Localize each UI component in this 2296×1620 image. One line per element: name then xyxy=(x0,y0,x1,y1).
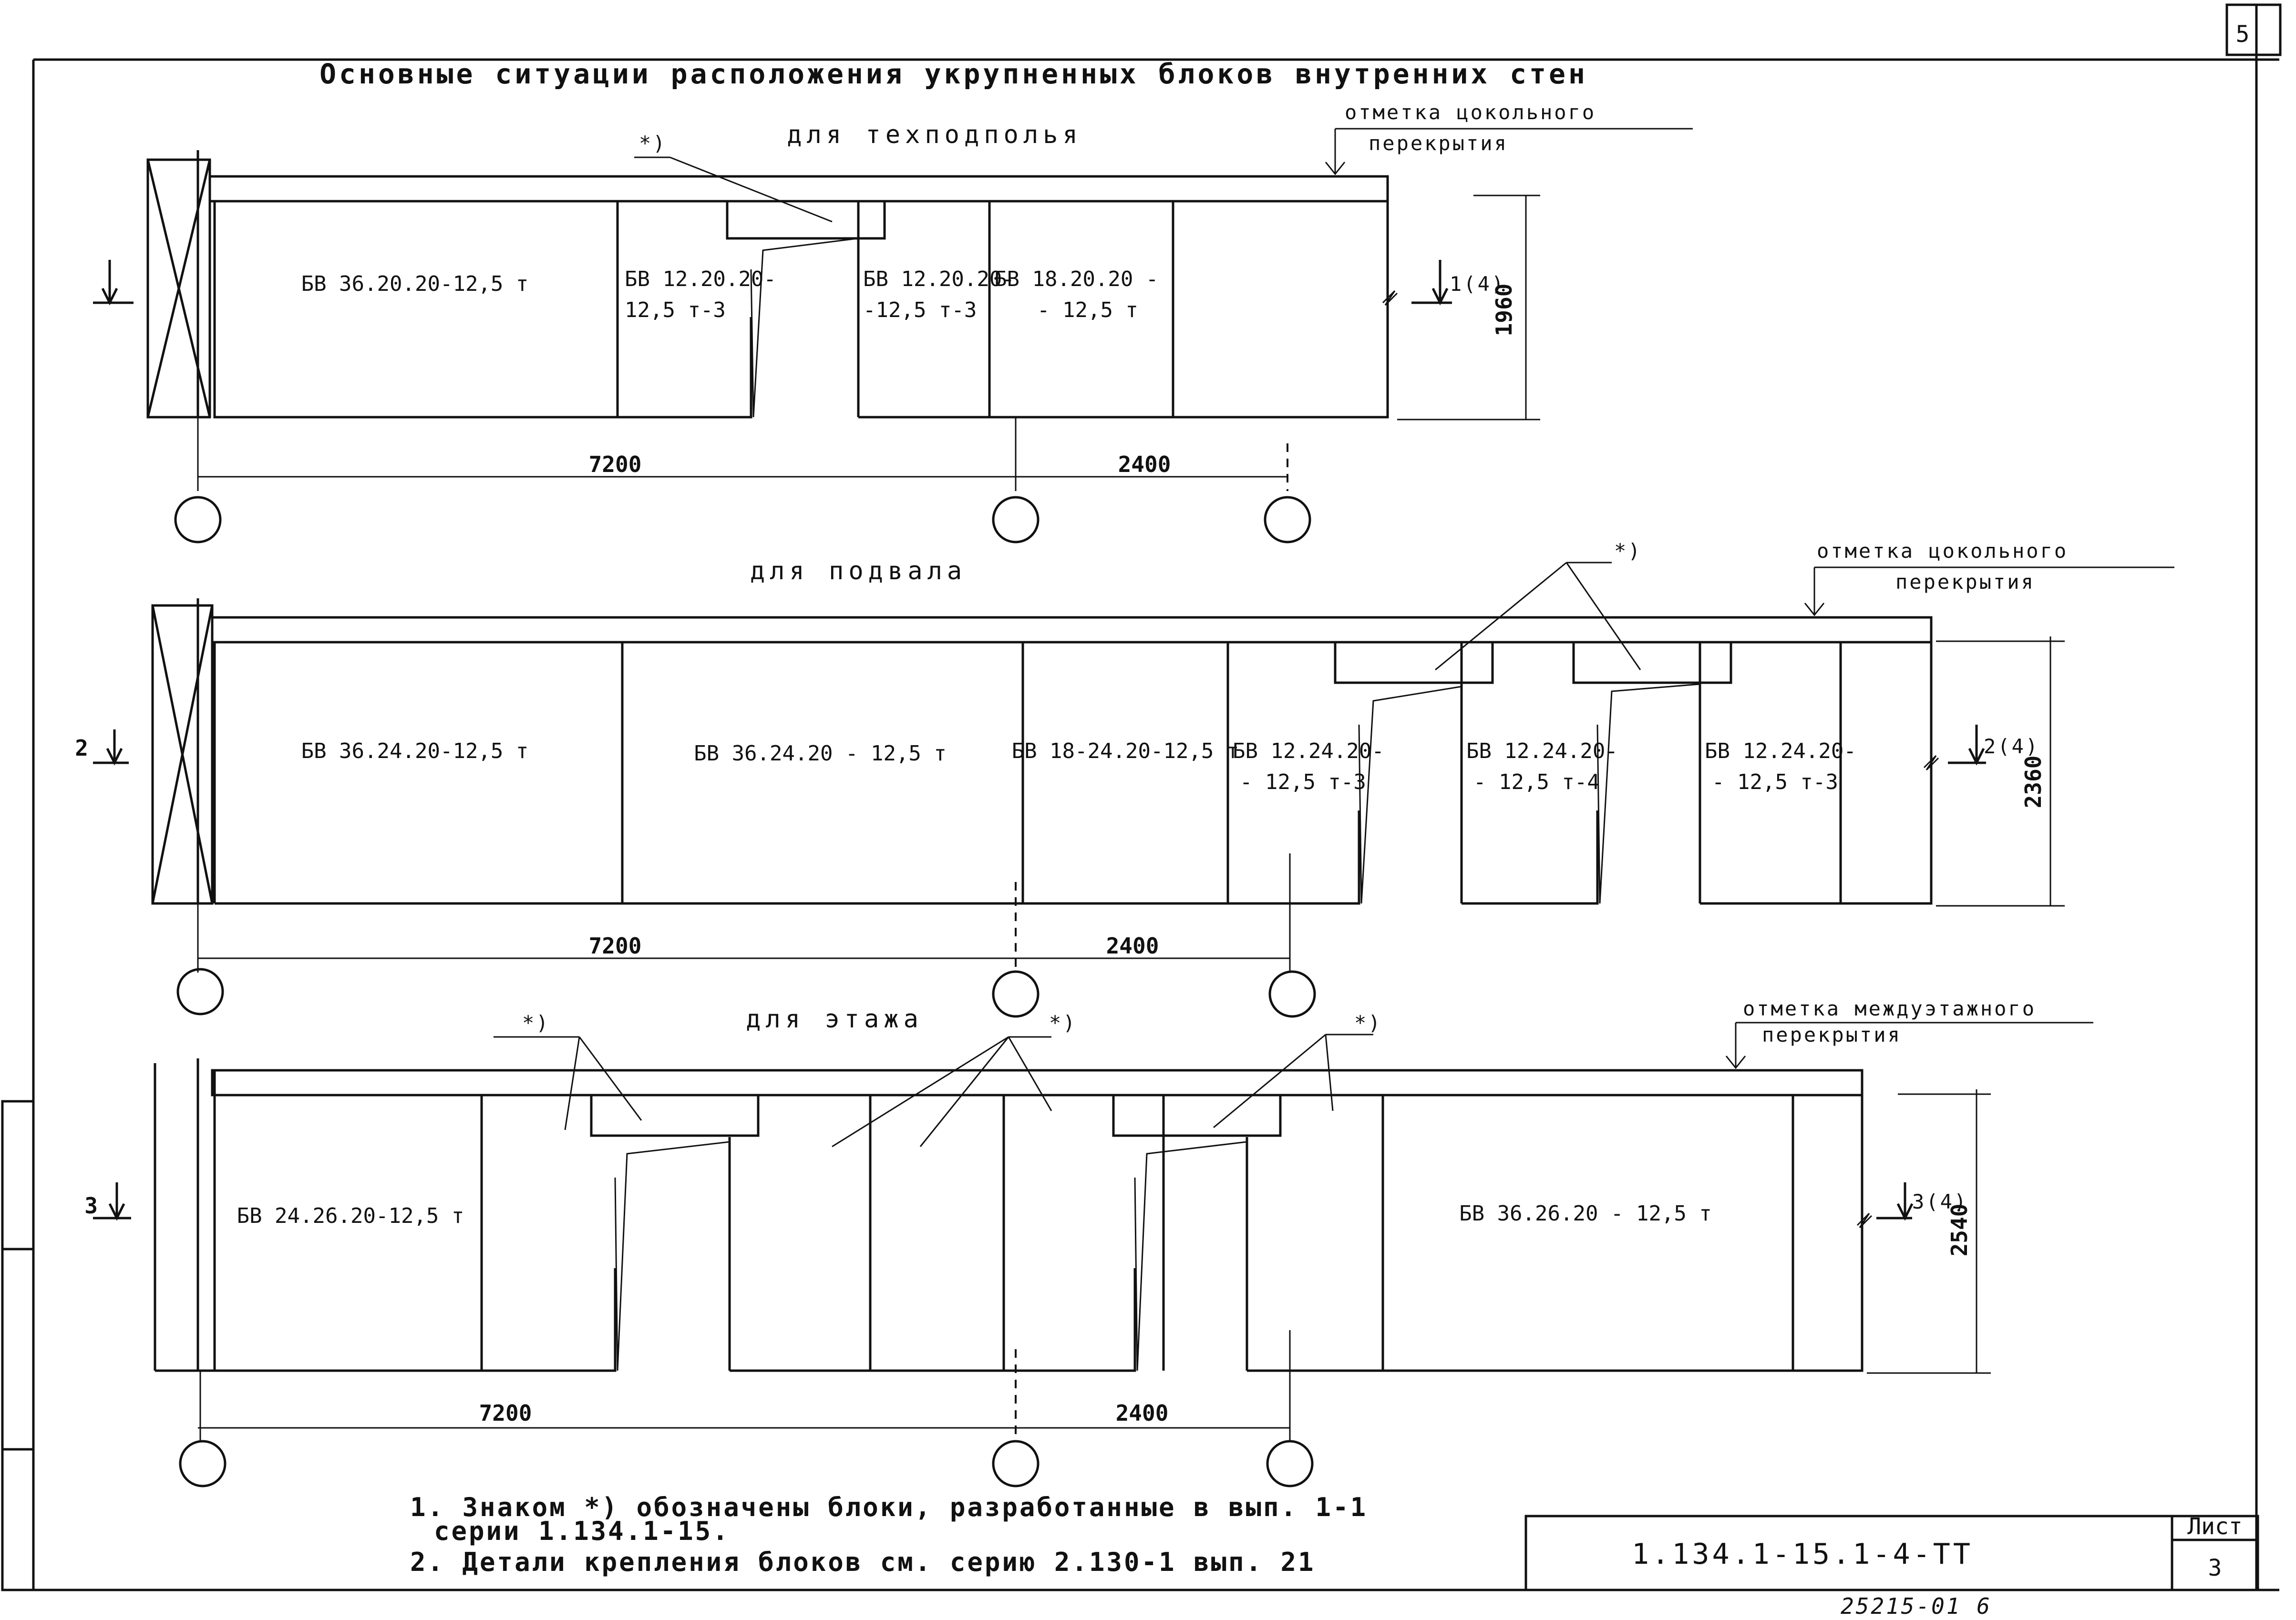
dimension-7200: 7200 xyxy=(589,933,642,959)
floor-slab xyxy=(208,175,1389,203)
section-heading: для этажа xyxy=(746,1005,923,1034)
height-dimension: 2540 xyxy=(1946,1204,1972,1257)
dimension-2400: 2400 xyxy=(1118,451,1171,477)
document-code: 1.134.1-15.1-4-ТТ xyxy=(1632,1538,1973,1571)
axis-marker xyxy=(1264,496,1311,543)
lintel-block xyxy=(1572,641,1732,684)
note-1-cont: серии 1.134.1-15. xyxy=(434,1516,730,1546)
asterisk-marker: *) xyxy=(522,1011,550,1035)
axis-marker xyxy=(992,496,1040,543)
section-mark: 3 xyxy=(84,1193,98,1219)
dimension-7200: 7200 xyxy=(589,451,642,477)
block-label: БВ 12.24.20- xyxy=(1466,739,1618,763)
block-label: - 12,5 т-3 xyxy=(1712,770,1838,794)
lintel-block xyxy=(1112,1094,1282,1137)
asterisk-marker: *) xyxy=(1049,1011,1077,1035)
archive-stamp: 25215-01 6 xyxy=(1841,1593,1992,1619)
notes: 1. Знаком *) обозначены блоки, разработа… xyxy=(410,1492,1368,1577)
section-ref: 2(4) xyxy=(1984,735,2039,758)
axis-marker xyxy=(179,1440,227,1487)
block-label: БВ 12.24.20- xyxy=(1233,739,1384,763)
block-label: - 12,5 т-3 xyxy=(1240,770,1366,794)
end-wall xyxy=(151,604,214,905)
end-wall xyxy=(146,158,211,419)
height-dimension: 1960 xyxy=(1491,284,1517,337)
dimension-7200: 7200 xyxy=(479,1400,532,1426)
section-basement: для подвала БВ 36.24.20-12,5 т БВ 36.24.… xyxy=(75,539,2174,1018)
sheet-label: Лист xyxy=(2187,1513,2243,1540)
lintel-block xyxy=(726,200,886,240)
elevation-label: перекрытия xyxy=(1895,570,2035,594)
floor-slab xyxy=(211,1069,1864,1097)
asterisk-marker: *) xyxy=(1354,1011,1382,1035)
block-label: 12,5 т-3 xyxy=(625,298,726,322)
elevation-label: отметка цокольного xyxy=(1345,101,1596,124)
note-2: 2. Детали крепления блоков см. серию 2.1… xyxy=(410,1547,1316,1577)
drawing-title: Основные ситуации расположения укрупненн… xyxy=(319,58,1588,90)
block-label: БВ 12.20.20- xyxy=(625,267,776,291)
section-heading: для техподполья xyxy=(787,121,1082,149)
block-label: - 12,5 т xyxy=(1037,298,1138,322)
asterisk-marker: *) xyxy=(639,132,667,155)
sheet-number: 3 xyxy=(2208,1555,2222,1581)
sheet-frame xyxy=(1,3,2282,1591)
asterisk-marker: *) xyxy=(1614,539,1642,563)
elevation-label: отметка междуэтажного xyxy=(1743,997,2036,1020)
note-1: 1. Знаком *) обозначены блоки, разработа… xyxy=(410,1492,1368,1522)
section-heading: для подвала xyxy=(750,557,967,585)
axis-marker xyxy=(176,968,224,1015)
axis-marker xyxy=(992,1440,1040,1487)
axis-marker xyxy=(1268,970,1316,1018)
block-label: БВ 24.26.20-12,5 т xyxy=(237,1204,464,1228)
block-label: - 12,5 т-4 xyxy=(1473,770,1600,794)
elevation-label: отметка цокольного xyxy=(1817,539,2068,563)
floor-slab xyxy=(211,616,1933,644)
section-ref: 3(4) xyxy=(1912,1190,1968,1213)
block-label: БВ 36.26.20 - 12,5 т xyxy=(1459,1201,1712,1226)
block-label: БВ 18.20.20 - xyxy=(994,267,1158,291)
section-mark: 2 xyxy=(75,735,88,761)
axis-marker xyxy=(174,496,222,543)
lintel-block xyxy=(1334,641,1494,684)
elevation-label: перекрытия xyxy=(1369,132,1508,155)
dimension-2400: 2400 xyxy=(1116,1400,1169,1426)
block-label: БВ 36.24.20 - 12,5 т xyxy=(694,741,947,766)
section-floor: для этажа БВ 24.26.20-12,5 т БВ 36.26.20… xyxy=(84,997,2093,1487)
lintel-block xyxy=(590,1094,760,1137)
title-block: 1.134.1-15.1-4-ТТ Лист 3 xyxy=(1524,1513,2259,1591)
block-label: -12,5 т-3 xyxy=(863,298,977,322)
section-ref: 1(4) xyxy=(1450,272,1505,296)
section-techunderground: для техподполья БВ 36.20.20-12,5 т БВ 12… xyxy=(93,101,1693,543)
block-label: БВ 36.24.20-12,5 т xyxy=(301,739,529,763)
axis-marker xyxy=(1266,1440,1314,1487)
block-label: БВ 18-24.20-12,5 т xyxy=(1012,739,1239,763)
block-label: БВ 12.20.20- xyxy=(863,267,1015,291)
dimension-2400: 2400 xyxy=(1106,933,1159,959)
axis-marker xyxy=(992,970,1040,1018)
elevation-label: перекрытия xyxy=(1762,1023,1902,1046)
page-number: 5 xyxy=(2236,21,2250,48)
block-label: БВ 36.20.20-12,5 т xyxy=(301,272,529,296)
height-dimension: 2360 xyxy=(2020,756,2046,809)
block-label: БВ 12.24.20- xyxy=(1705,739,1856,763)
